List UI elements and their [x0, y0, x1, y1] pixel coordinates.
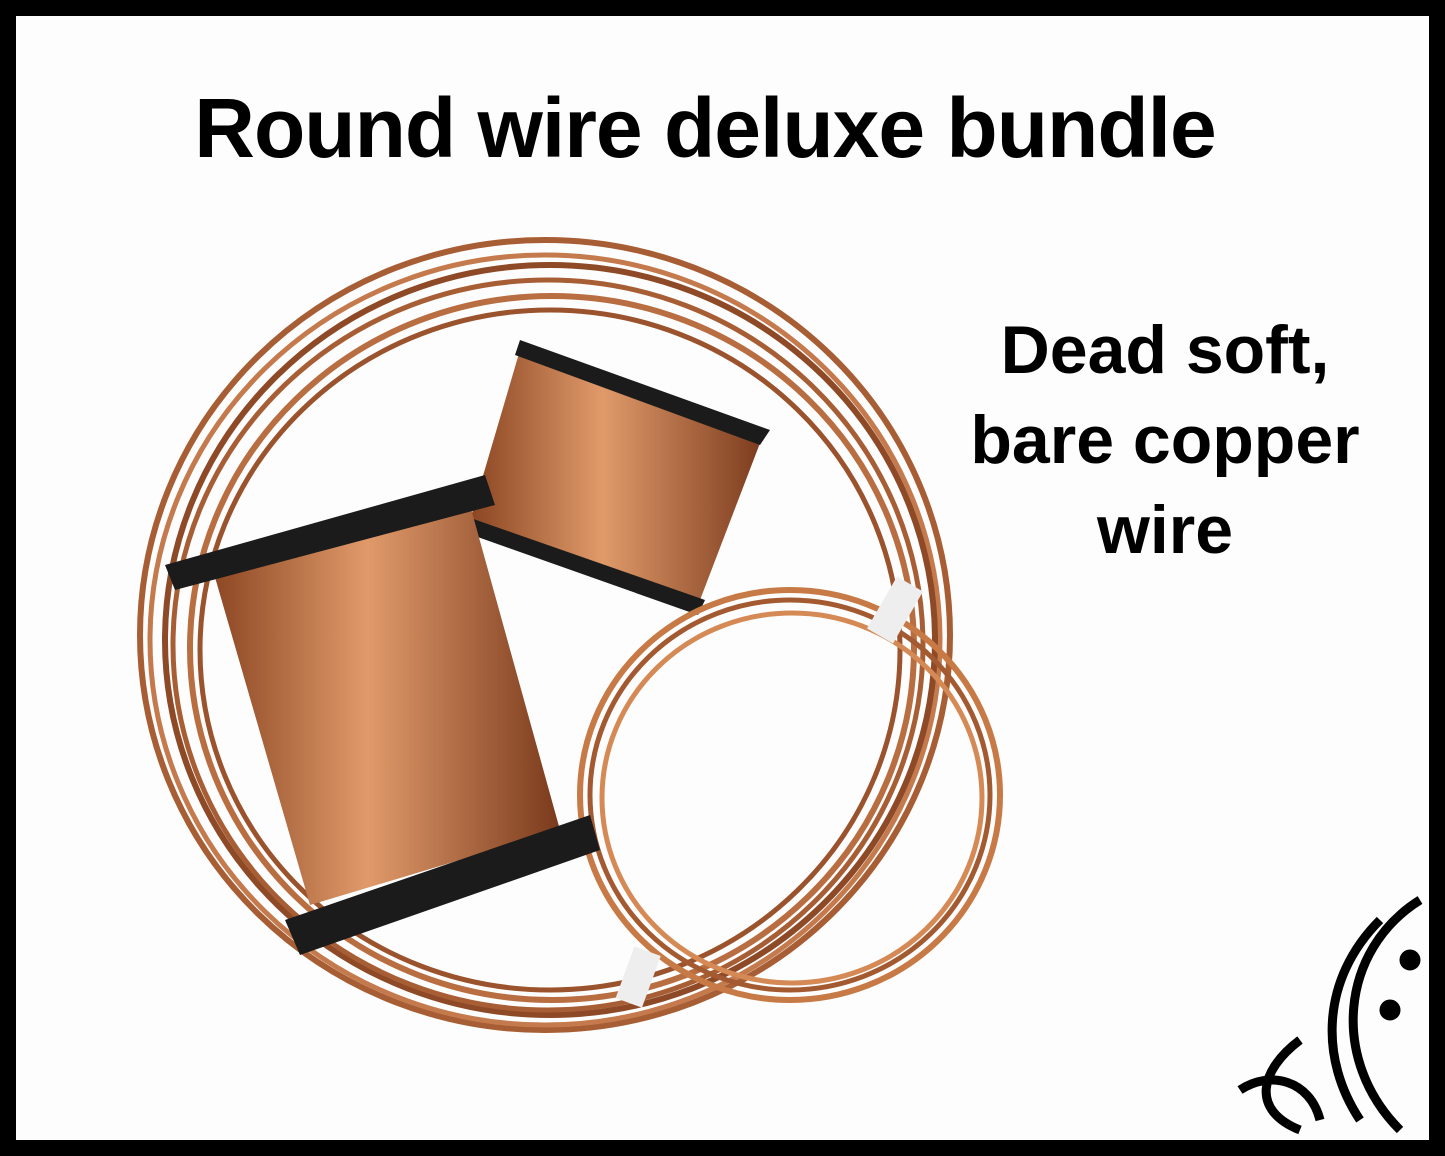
- product-title: Round wire deluxe bundle: [194, 81, 1216, 175]
- large-spool: [165, 475, 600, 955]
- brand-logo: [1237, 896, 1423, 1135]
- product-subtitle: Dead soft, bare copper wire: [950, 305, 1380, 575]
- small-spool: [458, 340, 770, 615]
- large-wire-coil: [137, 237, 953, 1033]
- small-wire-coil: [577, 576, 1003, 1008]
- subtitle-line: bare copper: [970, 402, 1360, 478]
- subtitle-line: Dead soft,: [1000, 312, 1330, 388]
- subtitle-line: wire: [1096, 492, 1234, 568]
